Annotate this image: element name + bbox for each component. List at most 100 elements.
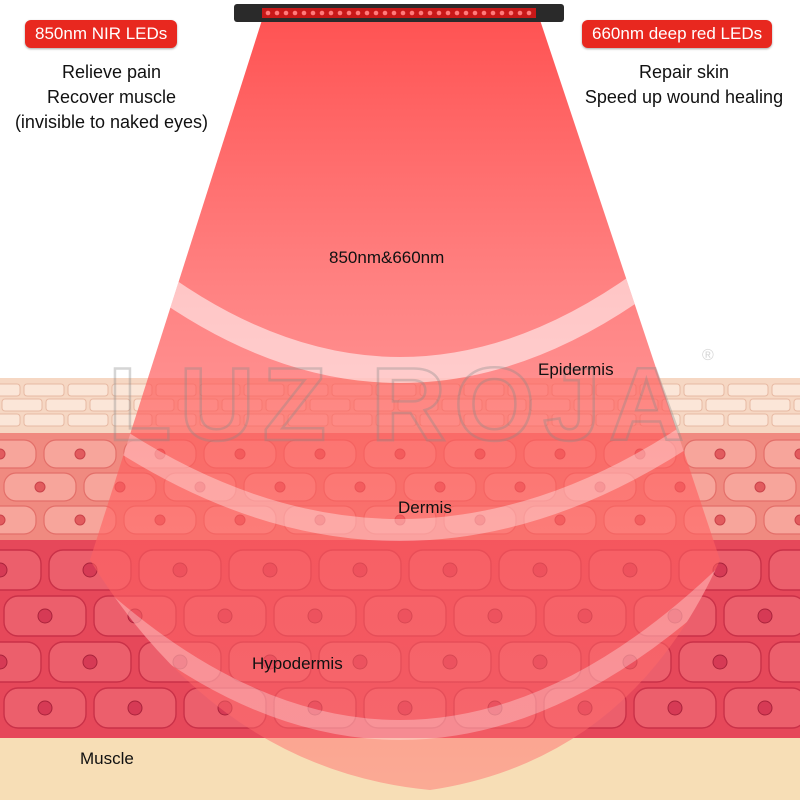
led-dot xyxy=(427,10,433,16)
led-dot xyxy=(337,10,343,16)
dermis-cell-nucleus xyxy=(74,514,86,526)
dermis-cell xyxy=(0,439,37,469)
hypodermis-cell-nucleus xyxy=(712,654,728,670)
hypodermis-label: Hypodermis xyxy=(252,654,343,673)
hypodermis-cell-nucleus xyxy=(0,654,8,670)
epidermis-cell xyxy=(67,413,109,427)
epidermis-cell xyxy=(727,413,769,427)
led-dot xyxy=(499,10,505,16)
hypodermis-cell-nucleus xyxy=(127,700,143,716)
led-dot xyxy=(283,10,289,16)
hypodermis-cell-nucleus xyxy=(37,700,53,716)
nir-benefit-item: Recover muscle xyxy=(46,87,177,107)
led-dot xyxy=(526,10,532,16)
led-dot xyxy=(265,10,271,16)
red-benefit-item: Speed up wound healing xyxy=(584,87,784,107)
epidermis-cell xyxy=(771,413,800,427)
nir-benefit-item: (invisible to naked eyes) xyxy=(14,112,209,132)
led-dot xyxy=(436,10,442,16)
led-dots xyxy=(265,10,532,16)
dermis-cell-nucleus xyxy=(714,514,726,526)
led-dot xyxy=(274,10,280,16)
dermis-cell-nucleus xyxy=(74,448,86,460)
led-dot xyxy=(418,10,424,16)
epidermis-label: Epidermis xyxy=(538,360,614,379)
epidermis-cell xyxy=(683,383,725,397)
led-dot xyxy=(310,10,316,16)
epidermis-cell xyxy=(89,398,131,412)
dermis-depth-arc xyxy=(90,411,717,541)
led-dot xyxy=(373,10,379,16)
led-dot xyxy=(355,10,361,16)
dermis-cell-nucleus xyxy=(794,448,800,460)
dermis-cell xyxy=(763,439,800,469)
hypodermis-depth-arc xyxy=(90,552,720,740)
led-dot xyxy=(463,10,469,16)
led-dot xyxy=(346,10,352,16)
red-benefits: Repair skin Speed up wound healing xyxy=(570,60,798,110)
led-dot xyxy=(409,10,415,16)
led-dot xyxy=(454,10,460,16)
led-dot xyxy=(292,10,298,16)
epidermis-cell xyxy=(1,398,43,412)
watermark-registered-mark: ® xyxy=(702,347,714,364)
dermis-cell-nucleus xyxy=(34,481,46,493)
led-dot xyxy=(400,10,406,16)
hypodermis-cell-nucleus xyxy=(37,608,53,624)
dermis-label: Dermis xyxy=(398,498,452,517)
led-dot xyxy=(490,10,496,16)
epidermis-cell xyxy=(23,413,65,427)
epidermis-cell xyxy=(705,398,747,412)
dermis-cell-nucleus xyxy=(794,514,800,526)
led-dot xyxy=(391,10,397,16)
dermis-cell-nucleus xyxy=(714,448,726,460)
hypodermis-cell xyxy=(768,549,800,591)
watermark-brand: LUZ ROJA xyxy=(108,347,692,463)
led-dot xyxy=(382,10,388,16)
hypodermis-cell xyxy=(768,641,800,683)
muscle-label: Muscle xyxy=(80,749,134,768)
epidermis-cell xyxy=(45,398,87,412)
epidermis-cell xyxy=(749,398,791,412)
hypodermis-cell-nucleus xyxy=(667,700,683,716)
hypodermis-cell-nucleus xyxy=(82,654,98,670)
hypodermis-cell-nucleus xyxy=(0,562,8,578)
epidermis-depth-arc xyxy=(132,259,668,383)
led-dot xyxy=(517,10,523,16)
dermis-cell-nucleus xyxy=(0,448,6,460)
dermis-cell-nucleus xyxy=(0,514,6,526)
nir-benefit-item: Relieve pain xyxy=(61,62,162,82)
led-dot xyxy=(319,10,325,16)
hypodermis-cell-nucleus xyxy=(757,608,773,624)
nir-benefits: Relieve pain Recover muscle (invisible t… xyxy=(4,60,219,135)
beam-wavelength-label: 850nm&660nm xyxy=(329,248,445,267)
light-beam xyxy=(90,20,720,790)
dermis-cell-nucleus xyxy=(754,481,766,493)
hypodermis-cell-nucleus xyxy=(757,700,773,716)
led-dot xyxy=(301,10,307,16)
led-dot xyxy=(481,10,487,16)
epidermis-cell xyxy=(23,383,65,397)
dermis-cell xyxy=(763,505,800,535)
led-dot xyxy=(364,10,370,16)
epidermis-cell xyxy=(0,413,21,427)
led-lamp-bar xyxy=(234,4,564,22)
epidermis-cell xyxy=(771,383,800,397)
epidermis-cell xyxy=(683,413,725,427)
led-dot xyxy=(445,10,451,16)
led-dot xyxy=(508,10,514,16)
epidermis-cell xyxy=(793,398,800,412)
nir-led-badge: 850nm NIR LEDs xyxy=(25,20,178,48)
hypodermis-cell xyxy=(0,641,42,683)
watermark: LUZ ROJA ® xyxy=(107,346,714,465)
led-dot xyxy=(328,10,334,16)
epidermis-cell xyxy=(0,383,21,397)
epidermis-cell xyxy=(67,383,109,397)
led-dot xyxy=(472,10,478,16)
epidermis-cell xyxy=(727,383,769,397)
red-led-badge: 660nm deep red LEDs xyxy=(582,20,773,48)
red-benefit-item: Repair skin xyxy=(638,62,730,82)
dermis-cell xyxy=(0,505,37,535)
hypodermis-cell xyxy=(0,549,42,591)
